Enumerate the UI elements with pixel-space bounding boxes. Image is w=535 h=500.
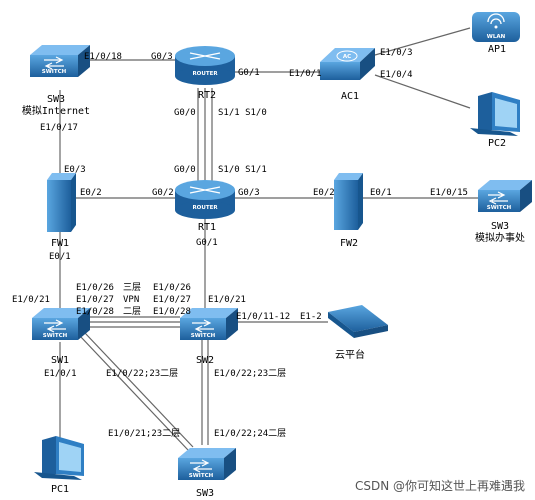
pc2-computer-icon[interactable]: [470, 92, 520, 136]
rt2-name: RT2: [198, 90, 216, 101]
port-label: E1/0/1: [289, 69, 322, 79]
pc1-name: PC1: [51, 484, 69, 495]
port-label: E0/1: [370, 188, 392, 198]
port-label: E1/0/22;23二层: [214, 368, 286, 379]
port-label: G0/2: [152, 188, 174, 198]
port-label: E1/0/26: [153, 283, 191, 293]
rt1-router-icon[interactable]: ROUTER: [175, 180, 235, 219]
port-label: E1/0/1: [44, 369, 77, 379]
port-label: E0/1: [49, 252, 71, 262]
port-label: G0/0: [174, 108, 196, 118]
port-label: E1/0/28: [153, 307, 191, 317]
fw1-name: FW1: [51, 238, 69, 249]
link-sw1-sw3b-b: [84, 332, 194, 448]
link-ac1-pc2: [374, 74, 471, 109]
rt2-icon-text: ROUTER: [192, 71, 218, 77]
ap1-name: AP1: [488, 44, 506, 55]
port-label: VPN: [123, 295, 139, 305]
port-label: E1/0/26: [76, 283, 114, 293]
rt2-router-icon[interactable]: ROUTER: [175, 46, 235, 85]
port-label: S1/0 S1/1: [218, 165, 267, 175]
port-label: E1/0/3: [380, 48, 413, 58]
rt1-icon-text: ROUTER: [192, 205, 218, 211]
port-label: G0/1: [238, 68, 260, 78]
port-label: 三层: [123, 282, 141, 293]
fw1-firewall-icon[interactable]: [47, 173, 76, 232]
port-label: G0/3: [238, 188, 260, 198]
port-label: 二层: [123, 306, 141, 317]
sw3-top-name: SW3: [47, 94, 65, 105]
port-label: E1-2: [300, 312, 322, 322]
port-label: E1/0/27: [76, 295, 114, 305]
cloud-name: 云平台: [335, 348, 365, 361]
links: [59, 27, 478, 451]
fw2-name: FW2: [340, 238, 358, 249]
sw3-right-name: SW3: [491, 221, 509, 232]
sw2-icon-text: SWITCH: [191, 333, 216, 339]
port-label: E1/0/18: [84, 52, 122, 62]
ac1-controller-icon[interactable]: AC: [320, 48, 375, 80]
port-label: E0/2: [80, 188, 102, 198]
sw1-name: SW1: [51, 355, 69, 366]
port-label: E1/0/21: [208, 295, 246, 305]
port-label: E1/0/15: [430, 188, 468, 198]
sw2-switch-icon[interactable]: SWITCH: [180, 308, 238, 340]
sw3-top-icon-text: SWITCH: [42, 69, 67, 75]
sw3-right-icon-text: SWITCH: [487, 205, 512, 211]
ac1-icon-text: AC: [343, 54, 351, 60]
ap1-wlan-icon[interactable]: WLAN: [472, 12, 520, 42]
sw2-name: SW2: [196, 355, 214, 366]
port-label: E1/0/17: [40, 123, 78, 133]
port-label: E1/0/21: [12, 295, 50, 305]
pc2-name: PC2: [488, 138, 506, 149]
watermark-text: CSDN @你可知这世上再难遇我: [355, 478, 525, 493]
sw3-right-sub: 模拟办事处: [475, 231, 525, 244]
ap1-icon-text: WLAN: [487, 34, 506, 40]
port-label: E1/0/22;23二层: [106, 368, 178, 379]
port-label: E1/0/4: [380, 70, 413, 80]
link-sw1-sw3b-a: [79, 335, 189, 451]
port-label: S1/1 S1/0: [218, 108, 267, 118]
sw3-internet-switch-icon[interactable]: SWITCH: [30, 45, 90, 77]
port-label: E0/3: [64, 165, 86, 175]
port-label: E1/0/11-12: [236, 312, 290, 322]
port-label: E0/2: [313, 188, 335, 198]
ac1-name: AC1: [341, 91, 359, 102]
pc1-computer-icon[interactable]: [34, 436, 84, 480]
sw3-bottom-name: SW3: [196, 488, 214, 499]
port-label: E1/0/28: [76, 307, 114, 317]
sw1-icon-text: SWITCH: [43, 333, 68, 339]
port-label: E1/0/21;23二层: [108, 428, 180, 439]
fw2-firewall-icon[interactable]: [334, 173, 363, 230]
port-label: G0/1: [196, 238, 218, 248]
sw1-switch-icon[interactable]: SWITCH: [32, 308, 90, 340]
cloud-platform-server-icon[interactable]: [328, 305, 388, 338]
port-label: G0/0: [174, 165, 196, 175]
sw3-office-switch-icon[interactable]: SWITCH: [478, 180, 532, 212]
port-label: E1/0/22;24二层: [214, 428, 286, 439]
rt1-name: RT1: [198, 222, 216, 233]
sw3-bottom-switch-icon[interactable]: SWITCH: [178, 448, 236, 480]
port-label: E1/0/27: [153, 295, 191, 305]
sw3-top-sub: 模拟Internet: [22, 104, 90, 117]
link-ac1-ap1: [374, 27, 471, 56]
port-labels: E1/0/18 G0/3 G0/1 E1/0/1 E1/0/3 E1/0/4 E…: [12, 48, 468, 439]
sw3-bottom-icon-text: SWITCH: [189, 473, 214, 479]
port-label: G0/3: [151, 52, 173, 62]
